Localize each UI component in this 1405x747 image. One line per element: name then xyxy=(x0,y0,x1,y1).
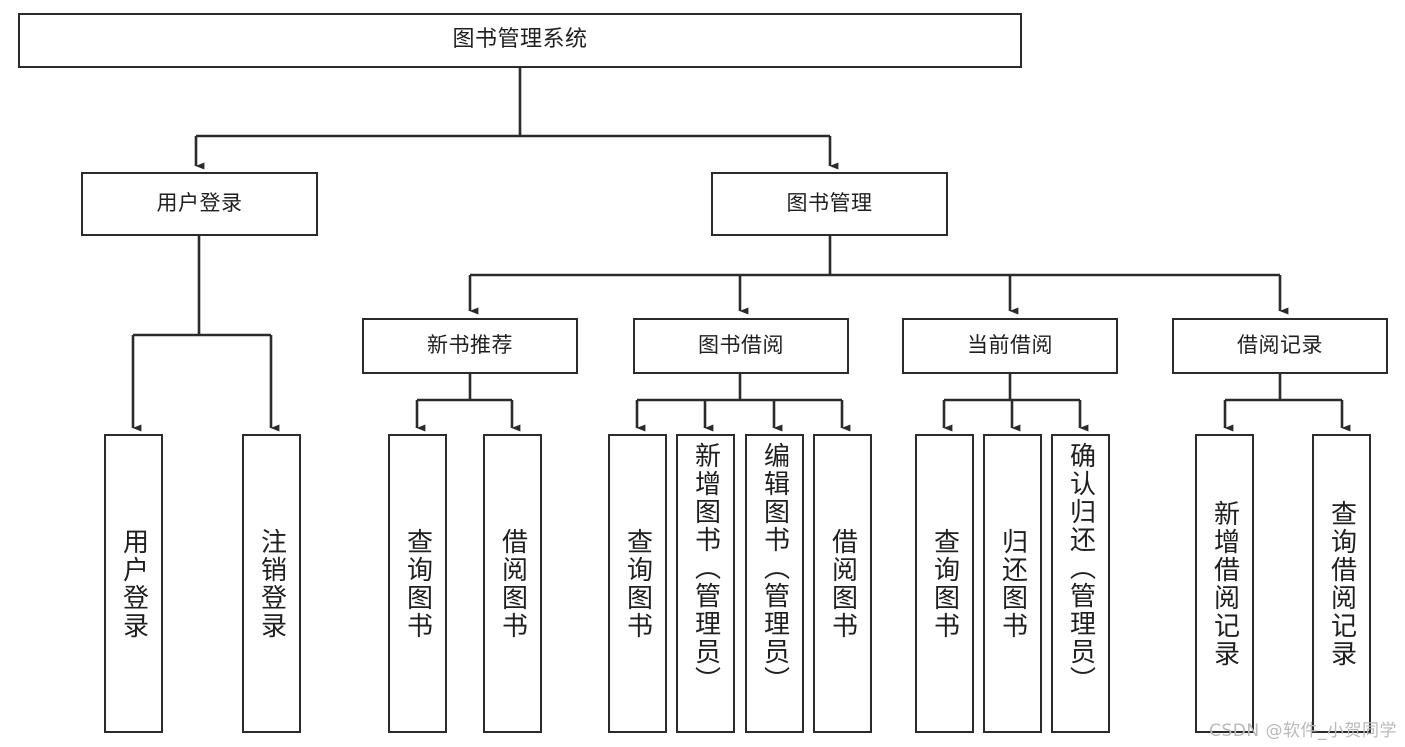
node-leaf-edit-book[interactable]: 编辑图书（管理员） xyxy=(745,434,804,733)
node-leaf-user-logout-label: 注销登录 xyxy=(256,527,287,640)
node-leaf-add-record[interactable]: 新增借阅记录 xyxy=(1195,434,1254,733)
node-leaf-query-book-3-label: 查询图书 xyxy=(929,527,960,640)
node-leaf-query-book-2-label: 查询图书 xyxy=(622,527,653,640)
node-leaf-confirm-return[interactable]: 确认归还（管理员） xyxy=(1051,434,1110,733)
node-leaf-borrow-book-1-label: 借阅图书 xyxy=(497,527,528,640)
node-leaf-add-book[interactable]: 新增图书（管理员） xyxy=(676,434,735,733)
node-leaf-query-book-1-label: 查询图书 xyxy=(402,527,433,640)
node-root[interactable]: 图书管理系统 xyxy=(18,13,1022,68)
node-current-borrow-label: 当前借阅 xyxy=(967,333,1053,358)
node-new-book-recommend[interactable]: 新书推荐 xyxy=(362,318,578,374)
node-leaf-borrow-book-2-label: 借阅图书 xyxy=(827,527,858,640)
node-borrow-record[interactable]: 借阅记录 xyxy=(1172,318,1388,374)
node-leaf-query-book-2[interactable]: 查询图书 xyxy=(608,434,667,733)
node-leaf-add-book-label: 新增图书（管理员） xyxy=(690,442,721,694)
node-leaf-edit-book-label: 编辑图书（管理员） xyxy=(759,442,790,694)
node-borrow-record-label: 借阅记录 xyxy=(1237,333,1323,358)
node-leaf-query-record[interactable]: 查询借阅记录 xyxy=(1312,434,1371,733)
node-leaf-user-logout[interactable]: 注销登录 xyxy=(242,434,301,733)
node-book-manage-label: 图书管理 xyxy=(786,191,873,216)
node-leaf-query-book-1[interactable]: 查询图书 xyxy=(388,434,447,733)
node-leaf-borrow-book-1[interactable]: 借阅图书 xyxy=(483,434,542,733)
node-leaf-borrow-book-2[interactable]: 借阅图书 xyxy=(813,434,872,733)
node-current-borrow[interactable]: 当前借阅 xyxy=(902,318,1118,374)
node-root-label: 图书管理系统 xyxy=(452,27,588,53)
node-user-login-label: 用户登录 xyxy=(156,191,243,216)
node-book-borrow-label: 图书借阅 xyxy=(698,333,784,358)
node-leaf-query-record-label: 查询借阅记录 xyxy=(1326,499,1357,668)
node-leaf-query-book-3[interactable]: 查询图书 xyxy=(915,434,974,733)
node-book-borrow[interactable]: 图书借阅 xyxy=(633,318,849,374)
node-leaf-return-book-label: 归还图书 xyxy=(997,527,1028,640)
node-new-book-recommend-label: 新书推荐 xyxy=(427,333,513,358)
node-book-manage[interactable]: 图书管理 xyxy=(711,172,948,236)
node-user-login[interactable]: 用户登录 xyxy=(81,172,318,236)
node-leaf-add-record-label: 新增借阅记录 xyxy=(1209,499,1240,668)
node-leaf-confirm-return-label: 确认归还（管理员） xyxy=(1065,442,1096,694)
node-leaf-user-login[interactable]: 用户登录 xyxy=(104,434,163,733)
node-leaf-user-login-label: 用户登录 xyxy=(118,527,149,640)
node-leaf-return-book[interactable]: 归还图书 xyxy=(983,434,1042,733)
